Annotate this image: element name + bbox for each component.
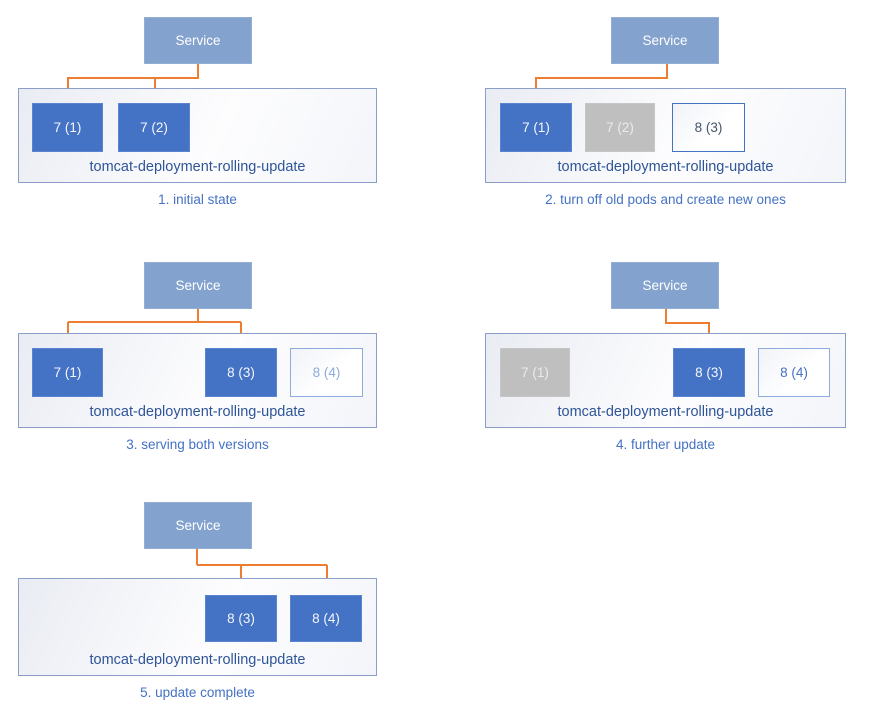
service-node: Service bbox=[611, 262, 719, 309]
pod-8-3: 8 (3) bbox=[205, 595, 277, 642]
panel-initial-state: Service tomcat-deployment-rolling-update… bbox=[0, 0, 435, 235]
panel-caption: 5. update complete bbox=[140, 685, 255, 700]
pod-label: 8 (4) bbox=[780, 365, 808, 380]
service-node: Service bbox=[144, 502, 252, 549]
pod-7-1: 7 (1) bbox=[32, 348, 103, 397]
pod-label: 7 (1) bbox=[521, 365, 549, 380]
service-node: Service bbox=[144, 17, 252, 64]
deployment-label: tomcat-deployment-rolling-update bbox=[557, 404, 774, 420]
pod-7-1: 7 (1) bbox=[500, 103, 572, 152]
deployment-label: tomcat-deployment-rolling-update bbox=[557, 159, 774, 175]
pod-8-3-new: 8 (3) bbox=[672, 103, 745, 152]
pod-8-3: 8 (3) bbox=[673, 348, 745, 397]
panel-caption: 1. initial state bbox=[158, 192, 237, 207]
pod-7-2: 7 (2) bbox=[118, 103, 190, 152]
pod-7-2-off: 7 (2) bbox=[585, 103, 655, 152]
pod-label: 8 (4) bbox=[312, 365, 341, 380]
deployment-label: tomcat-deployment-rolling-update bbox=[89, 159, 306, 175]
service-label: Service bbox=[175, 278, 221, 293]
pod-8-3: 8 (3) bbox=[205, 348, 277, 397]
pod-label: 8 (3) bbox=[695, 365, 723, 380]
pod-label: 7 (1) bbox=[53, 365, 82, 380]
panel-caption: 4. further update bbox=[615, 437, 716, 452]
service-label: Service bbox=[642, 33, 688, 48]
pod-label: 7 (1) bbox=[53, 120, 82, 135]
pod-label: 7 (1) bbox=[522, 120, 550, 135]
service-node: Service bbox=[611, 17, 719, 64]
service-label: Service bbox=[642, 278, 688, 293]
pod-8-4-new: 8 (4) bbox=[290, 348, 363, 397]
service-label: Service bbox=[175, 33, 221, 48]
panel-serving-both-versions: Service tomcat-deployment-rolling-update… bbox=[0, 245, 435, 480]
pod-8-4-new: 8 (4) bbox=[758, 348, 830, 397]
pod-label: 7 (2) bbox=[140, 120, 168, 135]
service-node: Service bbox=[144, 262, 252, 309]
panel-turn-off-old-pods: Service tomcat-deployment-rolling-update… bbox=[467, 0, 870, 235]
pod-7-1-off: 7 (1) bbox=[500, 348, 570, 397]
pod-8-4: 8 (4) bbox=[290, 595, 362, 642]
service-label: Service bbox=[175, 518, 221, 533]
pod-label: 8 (3) bbox=[694, 120, 723, 135]
pod-7-1: 7 (1) bbox=[32, 103, 103, 152]
pod-label: 8 (3) bbox=[227, 611, 255, 626]
deployment-label: tomcat-deployment-rolling-update bbox=[89, 652, 306, 668]
pod-label: 8 (4) bbox=[312, 611, 340, 626]
pod-label: 8 (3) bbox=[227, 365, 255, 380]
panel-update-complete: Service tomcat-deployment-rolling-update… bbox=[0, 485, 435, 718]
pod-label: 7 (2) bbox=[606, 120, 634, 135]
panel-further-update: Service tomcat-deployment-rolling-update… bbox=[467, 245, 870, 480]
panel-caption: 2. turn off old pods and create new ones bbox=[545, 192, 786, 207]
panel-caption: 3. serving both versions bbox=[126, 437, 269, 452]
deployment-label: tomcat-deployment-rolling-update bbox=[89, 404, 306, 420]
